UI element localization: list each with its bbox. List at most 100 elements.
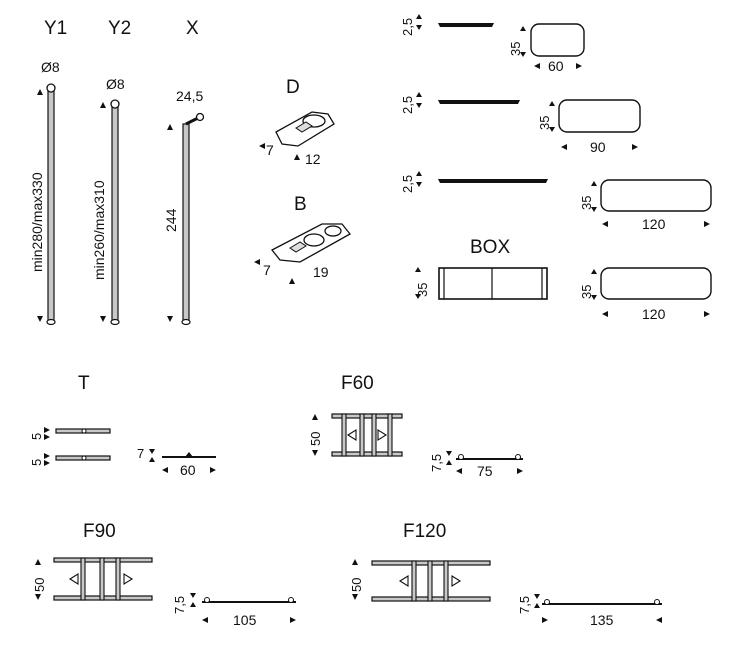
box-w-arrow-left [602,311,608,317]
f120-label: F120 [403,521,446,542]
f90-w-arrow-left [202,617,208,623]
f90-clamps [68,573,134,585]
f90-h-arrow-up [35,559,41,565]
box-height: 35 [415,283,430,297]
shelf-90-t-arrow-up [416,92,422,97]
t-h2-arrow-bottom [44,460,50,466]
shelf-60-t-arrow-up [416,14,422,19]
shelf-60: 2,5 35 60 [400,14,585,74]
shelf-90-w-arrow-left [561,144,567,150]
box-h-arrow-down [415,294,421,299]
t-side-arrow-down [149,457,155,462]
f120-height: 50 [349,578,364,592]
pole-x-label: X [186,18,199,39]
pole-y1-bottom-arrow [37,316,43,322]
bracket-b-label: B [294,194,307,215]
shelf-120-w-arrow-left [602,221,608,227]
shelf-120-h-arrow-down [591,207,597,212]
f120-w-arrow-left [542,617,548,623]
bracket-b-slot [289,241,307,253]
bracket-b-hole-2 [324,225,342,237]
f90-post-2 [99,557,105,601]
f60-post-1 [341,413,347,457]
f60-w-arrow-right [517,468,523,474]
shelf-120-t-arrow-up [416,171,422,176]
t-h2-arrow-top [44,453,50,459]
t-h1: 5 [29,433,44,440]
shelf-120-w-arrow-right [704,221,710,227]
t-bar-2-screw [81,455,87,461]
bracket-d-w-arrow [259,143,265,149]
t-label: T [78,373,90,394]
pole-x-cap [195,112,205,122]
f90-h-arrow-down [35,594,41,600]
frame-f60: F60 50 7,5 75 [308,373,523,479]
bracket-b-w: 7 [263,262,271,278]
pole-y2-top-arrow [100,102,106,108]
shelf-90: 2,5 35 90 [400,92,641,155]
f90-label: F90 [83,521,116,542]
f120-side-arrow-down [534,603,540,608]
f90-side-end-left [204,597,210,603]
box-h-arrow-up [415,267,421,272]
bracket-d-slot [295,121,313,133]
box-width: 120 [642,306,666,322]
shelf-60-h-arrow-down [520,52,526,57]
f60-label: F60 [341,373,374,394]
f60-side-end-right [515,454,521,460]
t-width: 60 [180,462,196,478]
bracket-d: D 7 12 [259,77,335,167]
pole-y2-range: min260/max310 [91,180,107,280]
shelf-90-h-arrow-up [549,101,555,106]
pole-y1-diameter: Ø8 [41,59,60,75]
t-h2: 5 [29,459,44,466]
f60-width: 75 [477,463,493,479]
shelf-60-w-arrow-right [576,63,582,69]
f60-side-end-left [458,454,464,460]
t-side-hook [185,452,193,457]
shelf-60-h-arrow-up [520,26,526,31]
f60-rail-top [331,413,403,419]
box-top [600,267,712,300]
pole-y2-cap [110,99,120,109]
f90-side-arrow-down [190,602,196,607]
f60-clamps [346,429,388,441]
shelf-60-height: 35 [508,42,523,56]
bracket-b-hole-1 [303,233,325,247]
f120-side-end-right [654,599,660,605]
box-top-h-arrow-up [591,269,597,274]
shelf-120-top [600,179,712,212]
f120-width: 135 [590,612,614,628]
pole-y2: Y2 Ø8 min260/max310 [91,18,131,326]
pole-y1-label: Y1 [44,18,67,39]
shelf-60-top [530,23,585,57]
f60-side-arrow-up [446,451,452,456]
shelf-90-h-arrow-down [549,127,555,132]
box-w-arrow-right [704,311,710,317]
shelf-60-w-arrow-left [534,63,540,69]
bracket-b-l-arrow [289,278,295,284]
f60-w-arrow-left [456,468,462,474]
f90-post-3 [115,557,121,601]
pole-y1-range: min280/max330 [29,172,45,272]
frame-f90: F90 50 7,5 105 [32,521,296,628]
pole-x-top-arrow [167,124,173,130]
pole-x-length: 244 [163,208,179,232]
shelf-90-t-arrow-down [416,103,422,108]
shelf-60-width: 60 [548,58,564,74]
f60-post-4 [387,413,393,457]
t-h1-arrow-top [44,427,50,433]
pole-y2-foot [110,318,120,326]
shelf-120-t-arrow-down [416,182,422,187]
pole-y2-label: Y2 [108,18,131,39]
f90-height: 50 [32,578,47,592]
f90-width: 105 [233,612,257,628]
t-side-arrow-up [149,449,155,454]
shelf-60-edge [438,23,494,27]
pole-y1-foot [46,318,56,326]
shelf-120: 2,5 35 120 [400,171,712,232]
t-h1-arrow-bottom [44,434,50,440]
shelf-120-width: 120 [642,216,666,232]
shelf-120-thickness: 2,5 [400,175,415,193]
shelf-90-height: 35 [537,116,552,130]
